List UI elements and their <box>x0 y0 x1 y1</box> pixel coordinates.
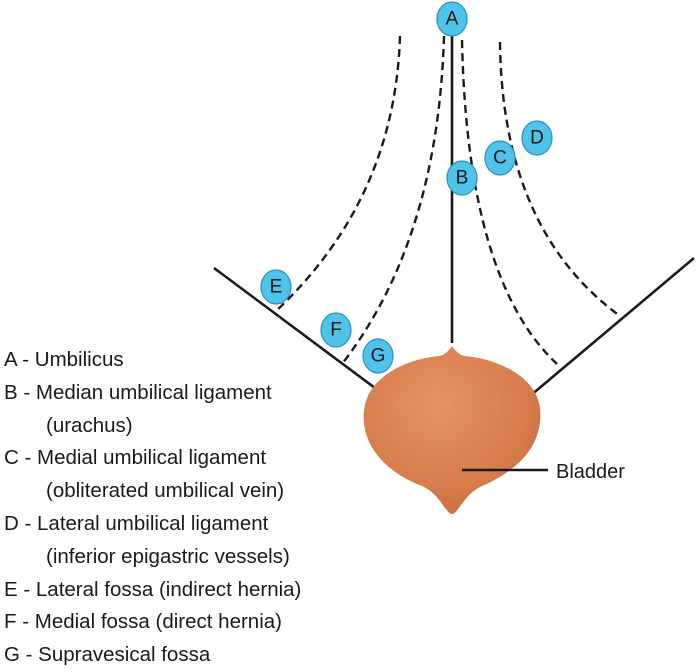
legend-item-e: E - Lateral fossa (indirect hernia) <box>4 574 301 607</box>
marker-f: F <box>320 312 352 348</box>
legend-item-a: A - Umbilicus <box>4 344 301 377</box>
right-medial-umbilical-ligament-line <box>460 39 558 365</box>
marker-c-label: C <box>493 148 507 169</box>
legend-item-text: G - Supravesical fossa <box>4 643 211 667</box>
right-abdominal-wall-line <box>529 257 695 397</box>
marker-a-label: A <box>446 9 459 30</box>
marker-f-label: F <box>330 320 342 341</box>
bladder-label: Bladder <box>556 461 625 483</box>
legend-item-b: B - Median umbilical ligament (urachus) <box>4 377 301 443</box>
legend-item-subtext: (obliterated umbilical vein) <box>46 479 285 503</box>
legend-item-f: F - Medial fossa (direct hernia) <box>4 606 301 639</box>
legend-item-c: C - Medial umbilical ligament (obliterate… <box>4 442 301 508</box>
marker-e-label: E <box>270 277 283 298</box>
marker-c-circle <box>484 140 516 176</box>
legend: A - Umbilicus B - Median umbilical ligam… <box>4 344 301 672</box>
marker-c: C <box>484 140 516 176</box>
left-lateral-umbilical-ligament-line <box>274 35 402 313</box>
marker-g: G <box>362 338 394 374</box>
left-medial-umbilical-ligament-line <box>341 35 446 365</box>
legend-item-subtext: (urachus) <box>46 413 133 437</box>
legend-item-text: E - Lateral fossa (indirect hernia) <box>4 577 302 601</box>
legend-item-text: F - Medial fossa (direct hernia) <box>4 610 282 634</box>
marker-a-circle <box>436 1 468 37</box>
marker-f-circle <box>320 312 352 348</box>
legend-item-text: A - Umbilicus <box>4 348 124 371</box>
bladder-shape <box>363 346 541 514</box>
legend-item-g: G - Supravesical fossa <box>4 639 301 672</box>
legend-item-d: D - Lateral umbilical ligament (inferior … <box>4 508 301 574</box>
marker-a: A <box>436 1 468 37</box>
marker-d-circle <box>521 120 553 156</box>
legend-item-text: D - Lateral umbilical ligament <box>4 511 269 535</box>
marker-e: E <box>260 269 292 305</box>
marker-b: B <box>446 160 478 196</box>
marker-b-label: B <box>456 168 469 189</box>
marker-d: D <box>521 120 553 156</box>
right-lateral-umbilical-ligament-line <box>498 41 621 317</box>
legend-item-subtext: (inferior epigastric vessels) <box>46 544 290 568</box>
marker-b-circle <box>446 160 478 196</box>
legend-item-text: C - Medial umbilical ligament <box>4 446 267 470</box>
left-abdominal-wall-line <box>213 266 376 390</box>
marker-e-circle <box>260 269 292 305</box>
legend-item-text: B - Median umbilical ligament <box>4 380 272 404</box>
marker-g-circle <box>362 338 394 374</box>
marker-d-label: D <box>530 128 544 149</box>
marker-g-label: G <box>371 346 386 367</box>
